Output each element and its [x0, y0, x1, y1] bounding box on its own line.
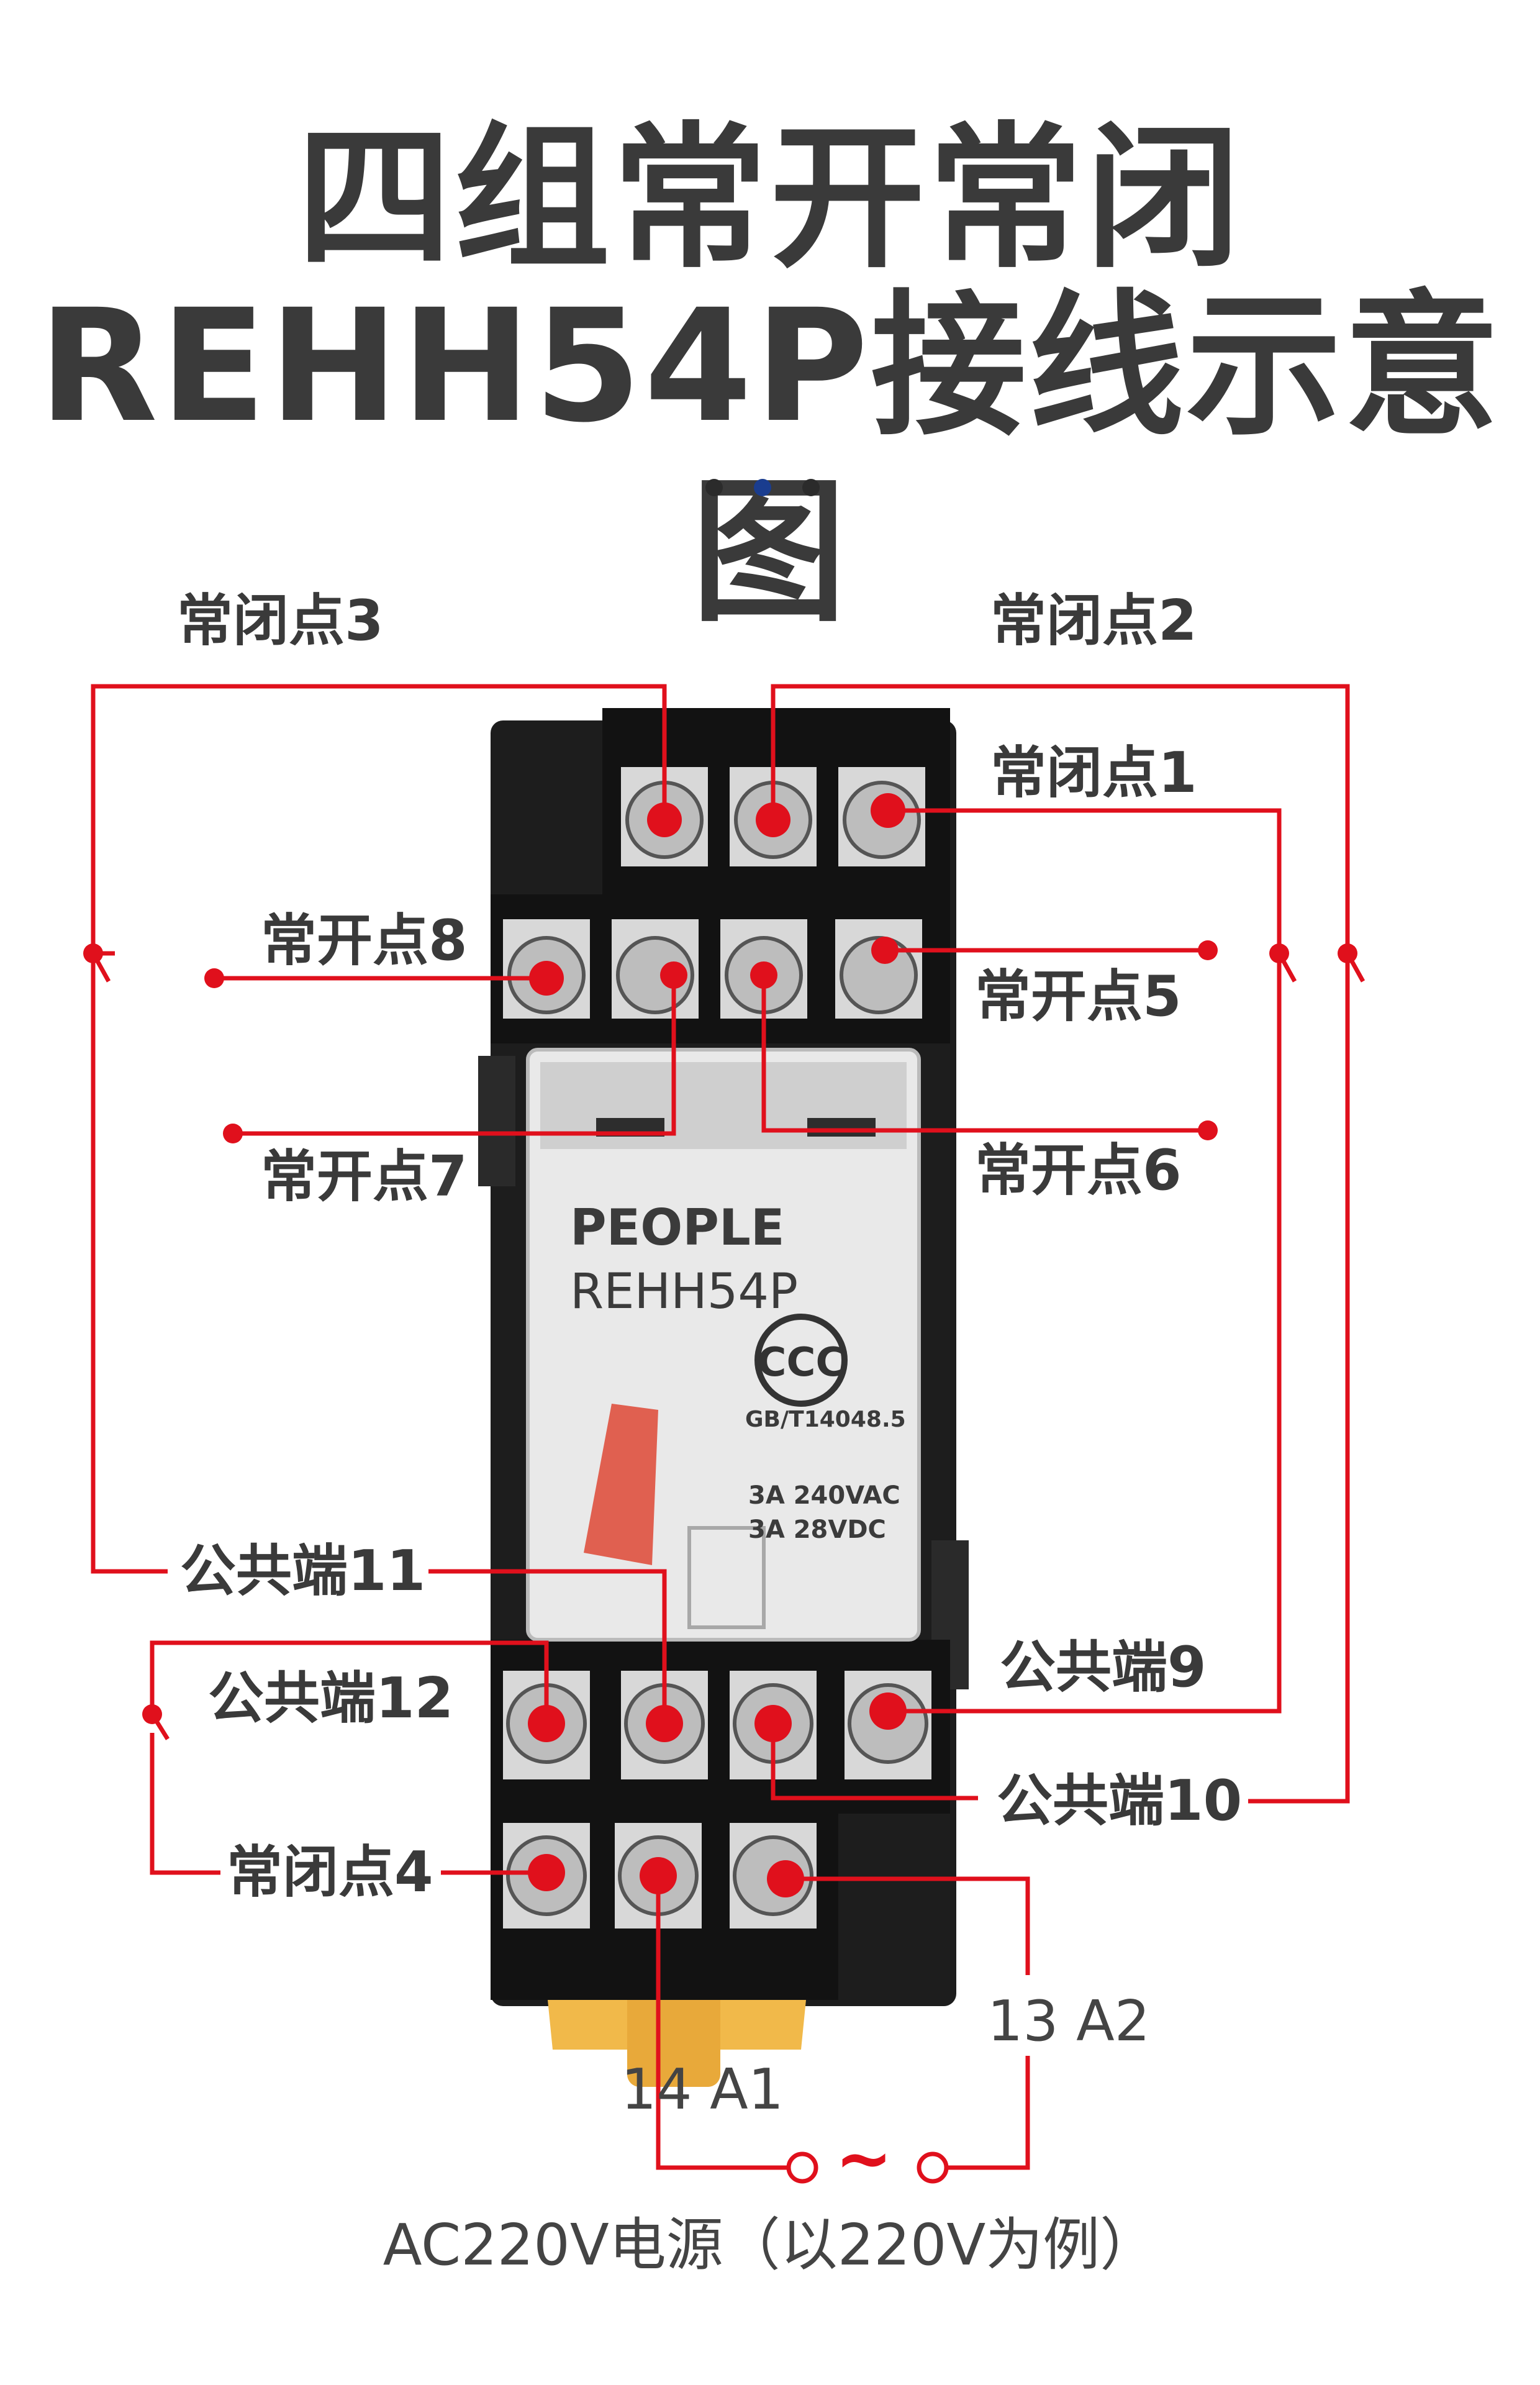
label-com9: 公共端9	[1000, 1635, 1207, 1700]
label-com11: 公共端11	[180, 1538, 426, 1604]
relay-rating-2: 3A 28VDC	[748, 1515, 886, 1544]
label-no8: 常开点8	[261, 908, 468, 973]
label-no7: 常开点7	[261, 1144, 468, 1209]
svg-text:CCC: CCC	[758, 1340, 845, 1386]
title-dot-center	[754, 479, 771, 496]
label-a2: 13 A2	[987, 1989, 1150, 2054]
relay-rating-1: 3A 240VAC	[748, 1481, 900, 1510]
connection-dots	[83, 793, 1357, 1897]
tilde-symbol: ~	[835, 2119, 893, 2198]
relay-cert: GB/T14048.5	[745, 1407, 906, 1432]
power-caption: AC220V电源（以220V为例）	[383, 2212, 1157, 2278]
label-nc2: 常闭点2	[990, 588, 1197, 653]
relay-cover: CCC	[526, 1048, 921, 1642]
title-line-2: REHH54P接线示意图	[38, 276, 1502, 643]
label-nc3: 常闭点3	[177, 588, 384, 653]
label-com10: 公共端10	[997, 1768, 1243, 1833]
title-dot-right	[802, 479, 820, 496]
label-com12: 公共端12	[208, 1666, 454, 1731]
label-no6: 常开点6	[975, 1138, 1182, 1203]
label-nc4: 常闭点4	[227, 1840, 433, 1905]
title-line-1: 四组常开常闭	[297, 108, 1243, 289]
relay-model: REHH54P	[570, 1264, 799, 1320]
label-a1: 14 A1	[621, 2057, 784, 2122]
relay-brand: PEOPLE	[570, 1199, 785, 1256]
power-symbol	[786, 2151, 949, 2184]
title-dot-left	[705, 479, 723, 496]
label-no5: 常开点5	[975, 964, 1182, 1029]
label-nc1: 常闭点1	[990, 740, 1197, 806]
